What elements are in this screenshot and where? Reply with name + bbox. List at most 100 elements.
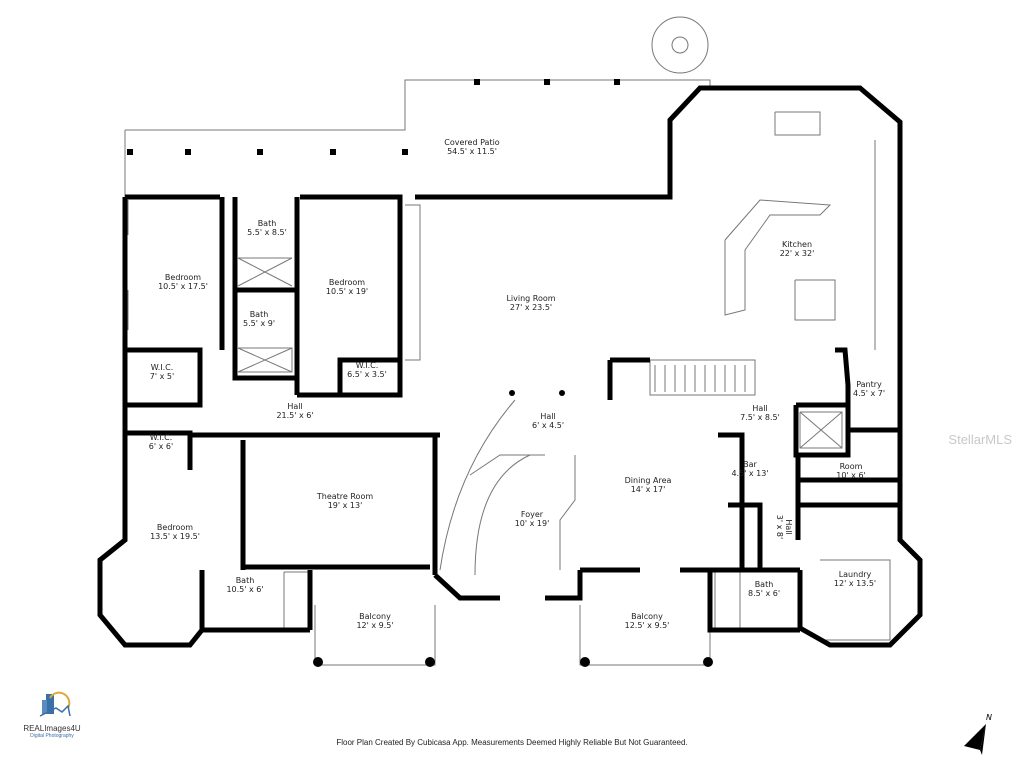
wall [415,85,923,648]
room-name: Room [840,462,863,471]
room-name: Living Room [506,294,555,303]
logo-name: REALImages4U [23,724,81,733]
balcony-post [580,657,590,667]
wall [793,402,851,458]
patio-post [330,149,336,155]
wall [297,357,403,398]
room-dimensions: 7.5' x 8.5' [740,413,780,422]
room-dimensions: 10' x 19' [515,519,550,528]
fixture-outline [774,111,821,136]
room-name: Covered Patio [444,138,500,147]
wall [97,197,310,648]
disclaimer: Floor Plan Created By Cubicasa App. Meas… [336,738,688,747]
fixture-outline [314,605,436,666]
wall [300,194,403,365]
room-name: W.I.C. [356,361,379,370]
room-name: Dining Area [625,476,672,485]
room-dimensions: 12.5' x 9.5' [625,621,670,630]
fixture-outline [237,347,293,373]
room-name: Pantry [856,380,882,389]
room-dimensions: 54.5' x 11.5' [447,147,497,156]
room-name: W.I.C. [151,363,174,372]
posts-layer [127,79,713,667]
fixture-outline [238,347,293,373]
fixture-outline [649,359,756,396]
room-name: Hall [784,519,793,534]
room-wic-2: W.I.C.6.5' x 3.5' [347,361,387,379]
fixture-outline [405,204,421,361]
spiral-staircase-core [671,36,689,54]
fixtures-layer [99,16,891,666]
room-dimensions: 27' x 23.5' [510,303,552,312]
room-dimensions: 7' x 5' [150,372,174,381]
room-name: Bath [755,580,774,589]
room-name: Balcony [631,612,663,621]
fixture-outline [237,257,293,287]
room-name: Bedroom [329,278,365,287]
room-name: Bath [258,219,277,228]
balcony-post [425,657,435,667]
room-wic-3: W.I.C.6' x 6' [149,433,173,451]
room-dimensions: 3' x 8' [775,515,784,539]
room-name: W.I.C. [150,433,173,442]
north-arrow-icon: N [964,713,992,755]
fixture-outline [469,454,545,476]
room-dimensions: 12' x 9.5' [356,621,393,630]
room-dimensions: 14' x 17' [631,485,666,494]
room-name: Balcony [359,612,391,621]
column [509,390,515,396]
room-dimensions: 10.5' x 6' [226,585,263,594]
patio-post [474,79,480,85]
fixture-outline [559,455,576,570]
patio-post [257,149,263,155]
room-name: Kitchen [782,240,812,249]
patio-post [402,149,408,155]
balcony-post [703,657,713,667]
room-name: Bedroom [165,273,201,282]
wall [718,432,745,505]
room-name: Bath [250,310,269,319]
room-name: Hall [287,402,302,411]
fixture-outline [125,79,711,131]
room-wic-1: W.I.C.7' x 5' [150,363,174,381]
wall [707,570,800,633]
fixture-outline [799,411,843,449]
room-dimensions: 21.5' x 6' [276,411,313,420]
patio-post [185,149,191,155]
fixture-outline [579,605,711,666]
walls-layer [97,85,923,648]
fixture-outline [283,571,309,629]
room-dimensions: 4.5' x 13' [731,469,768,478]
wall [728,502,763,570]
room-dimensions: 19' x 13' [328,501,363,510]
balcony-post [313,657,323,667]
spiral-stair [439,399,516,571]
room-name: Foyer [521,510,544,519]
wall [232,197,297,381]
room-dimensions: 8.5' x 6' [748,589,780,598]
room-dimensions: 12' x 13.5' [834,579,876,588]
room-dimensions: 10' x 6' [836,471,866,480]
fixture-outline [724,199,832,316]
north-label: N [986,713,992,722]
room-dimensions: 5.5' x 8.5' [247,228,287,237]
wall [125,347,203,408]
spiral-stair [474,454,531,576]
